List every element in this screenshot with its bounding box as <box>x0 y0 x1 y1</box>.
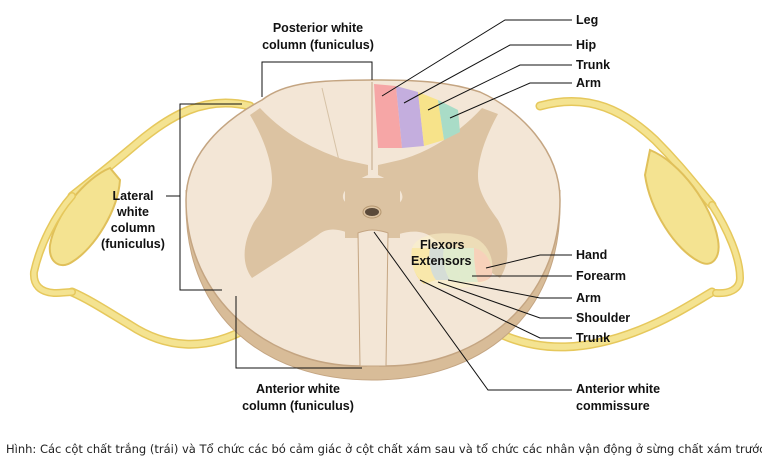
flexors-label: Flexors <box>420 238 465 252</box>
spinal-cord <box>185 79 561 381</box>
leader-arm <box>449 82 572 119</box>
sensory-label-hip: Hip <box>576 38 597 52</box>
motor-region-outline <box>411 233 493 289</box>
leader-arm-motor <box>447 279 572 299</box>
lateral-label-line4: (funiculus) <box>101 237 165 251</box>
band-leg <box>374 84 402 148</box>
right-nerve-roots <box>487 96 745 352</box>
sensory-bands <box>374 84 460 148</box>
band-arm <box>438 100 460 140</box>
motor-label-forearm: Forearm <box>576 269 626 283</box>
leader-shoulder <box>437 281 572 319</box>
leader-trunk <box>427 64 572 111</box>
leader-lines <box>166 19 572 391</box>
sensory-label-arm: Arm <box>576 76 601 90</box>
lateral-label-line1: Lateral <box>113 189 154 203</box>
sensory-label-leg: Leg <box>576 13 598 27</box>
lateral-label-line3: column <box>111 221 155 235</box>
anterior-label-line1: Anterior white <box>256 382 340 396</box>
central-canal <box>365 208 379 216</box>
leader-commissure <box>373 231 572 391</box>
motor-label-arm: Arm <box>576 291 601 305</box>
lateral-label-line2: white <box>116 205 149 219</box>
commissure-label-line1: Anterior white <box>576 382 660 396</box>
anterior-label-line2: column (funiculus) <box>242 399 354 413</box>
posterior-label-line2: column (funiculus) <box>262 38 374 52</box>
motor-bands <box>411 233 493 289</box>
right-lower-root-fill <box>489 289 715 350</box>
anterior-bracket <box>235 296 362 369</box>
central-canal-rim <box>362 205 382 219</box>
anterior-median-fissure <box>357 229 389 367</box>
sensory-label-trunk: Trunk <box>576 58 610 72</box>
motor-label-hand: Hand <box>576 248 607 262</box>
right-spinal-nerve-fill <box>709 202 743 296</box>
spinal-cord-diagram: Posterior white column (funiculus) Later… <box>29 13 745 413</box>
commissure-label-line2: commissure <box>576 399 650 413</box>
motor-label-shoulder: Shoulder <box>576 311 630 325</box>
posterior-intermediate-sulcus-left <box>321 87 341 166</box>
gray-commissure <box>345 178 400 238</box>
right-upper-root-fill <box>537 98 715 208</box>
posterior-bracket <box>261 61 373 97</box>
motor-label-trunk: Trunk <box>576 331 610 345</box>
left-lower-root-fill <box>69 289 251 348</box>
band-hip <box>396 86 424 148</box>
leader-leg <box>381 19 572 97</box>
leader-hip <box>403 44 572 104</box>
leader-trunk-motor <box>419 279 572 339</box>
posterior-label-line1: Posterior white <box>273 21 363 35</box>
right-spinal-ganglion <box>643 148 720 265</box>
labels: Posterior white column (funiculus) Later… <box>101 13 660 413</box>
figure-caption: Hình: Các cột chất trắng (trái) và Tổ ch… <box>6 442 762 456</box>
leader-hand <box>485 254 572 269</box>
extensors-label: Extensors <box>411 254 471 268</box>
left-spinal-nerve-fill <box>31 193 75 296</box>
lateral-bracket <box>179 103 242 291</box>
